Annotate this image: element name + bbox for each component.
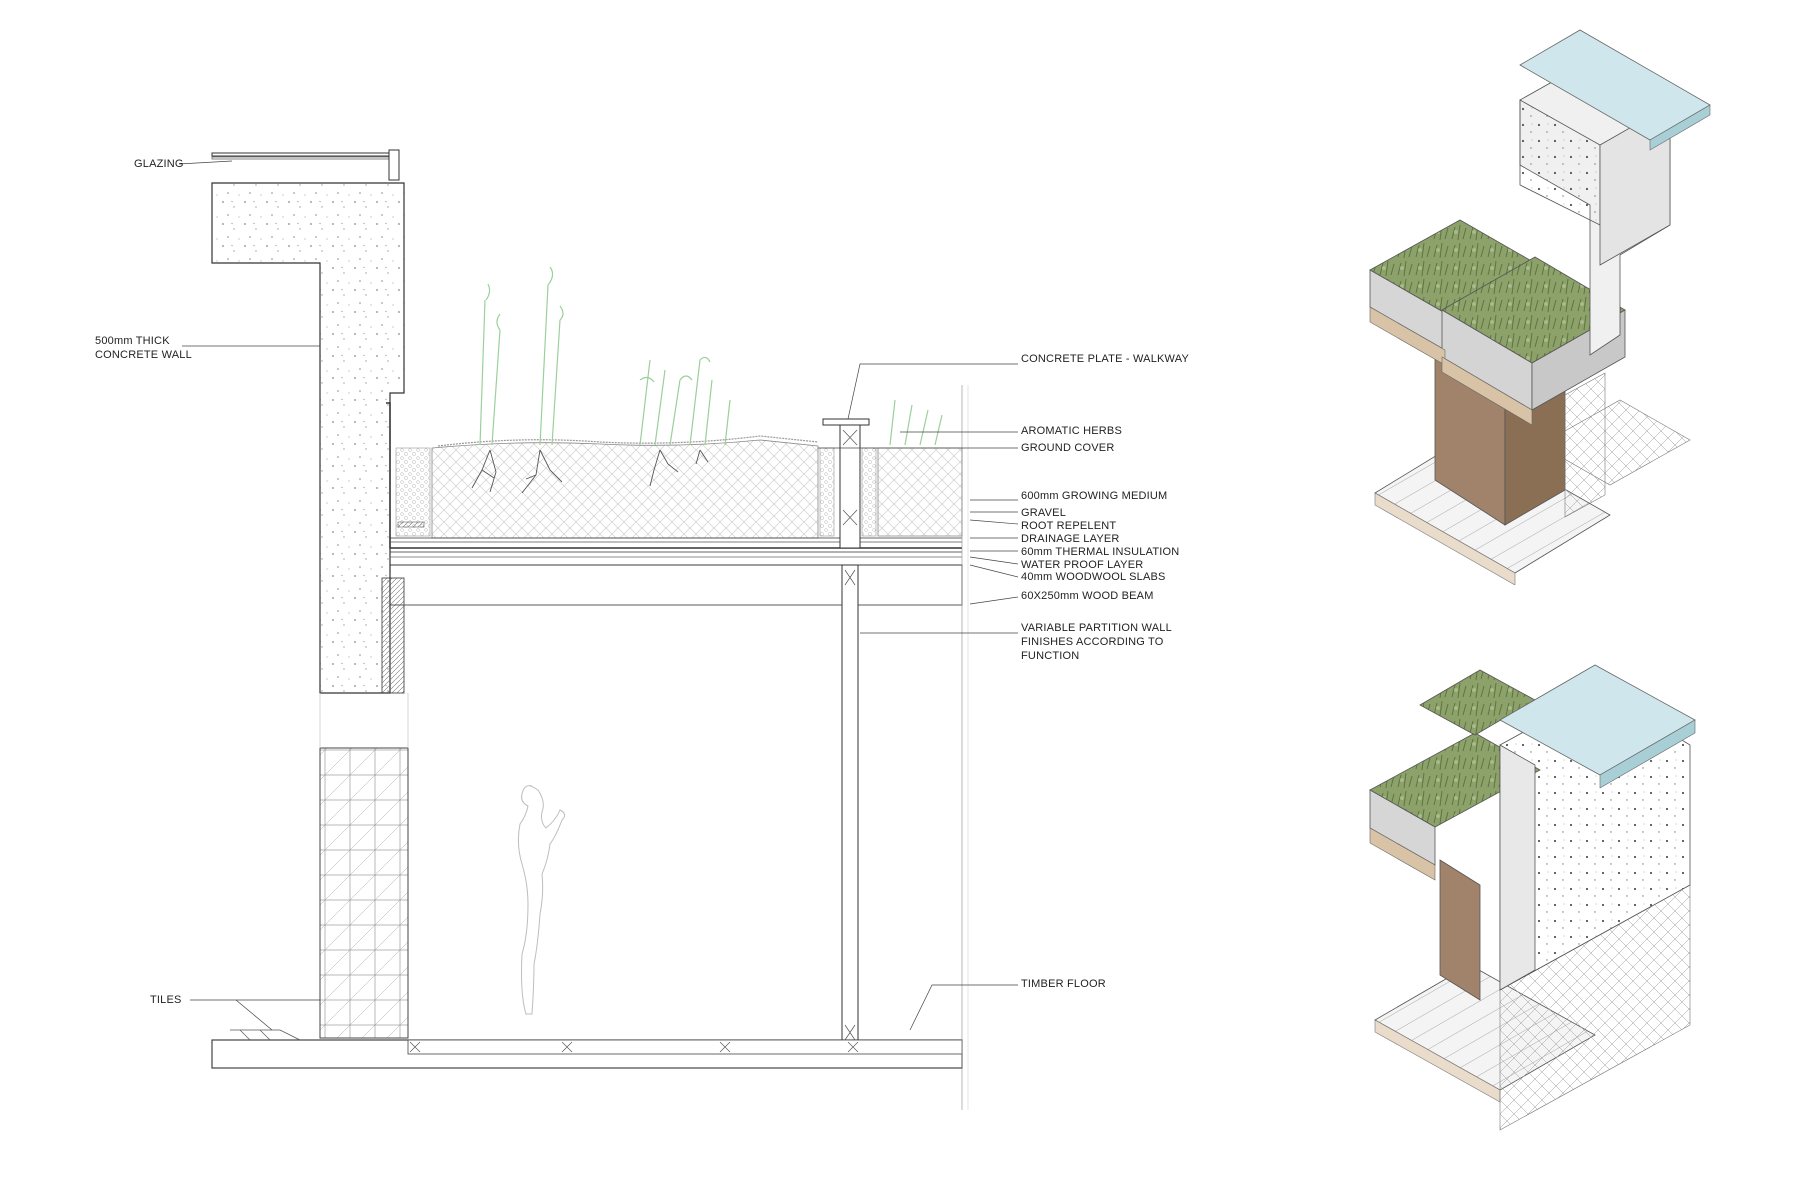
label-growing-medium: 600mm GROWING MEDIUM [1021,490,1168,502]
label-thermal-insulation: 60mm THERMAL INSULATION [1021,546,1180,558]
label-concrete-wall: 500mm THICK CONCRETE WALL [95,335,192,361]
label-tiles: TILES [150,994,182,1006]
isometric-view-bottom [1369,664,1696,1131]
interior-structure [211,385,969,1110]
label-aromatic-herbs: AROMATIC HERBS [1021,425,1122,437]
herb-plants [479,266,943,446]
isometric-view-top [1369,29,1711,585]
label-drainage-layer: DRAINAGE LAYER [1021,533,1120,545]
plant-roots [471,449,709,494]
label-root-repelent: ROOT REPELENT [1021,520,1117,532]
label-timber-floor: TIMBER FLOOR [1021,978,1106,990]
leader-lines [178,160,1019,1031]
glazing-element [211,149,400,181]
human-silhouette [517,785,566,1015]
label-partition-wall: VARIABLE PARTITION WALL FINISHES ACCORDI… [1021,622,1172,662]
tile-wall [319,693,409,1039]
concrete-wall [211,182,405,694]
roof-buildup [386,402,963,606]
label-wood-beam: 60X250mm WOOD BEAM [1021,590,1154,602]
label-water-proof: WATER PROOF LAYER [1021,559,1144,571]
label-gravel: GRAVEL [1021,507,1067,519]
label-woodwool: 40mm WOODWOOL SLABS [1021,571,1166,583]
label-concrete-plate: CONCRETE PLATE - WALKWAY [1021,353,1189,365]
label-ground-cover: GROUND COVER [1021,442,1115,454]
label-glazing: GLAZING [134,158,184,170]
